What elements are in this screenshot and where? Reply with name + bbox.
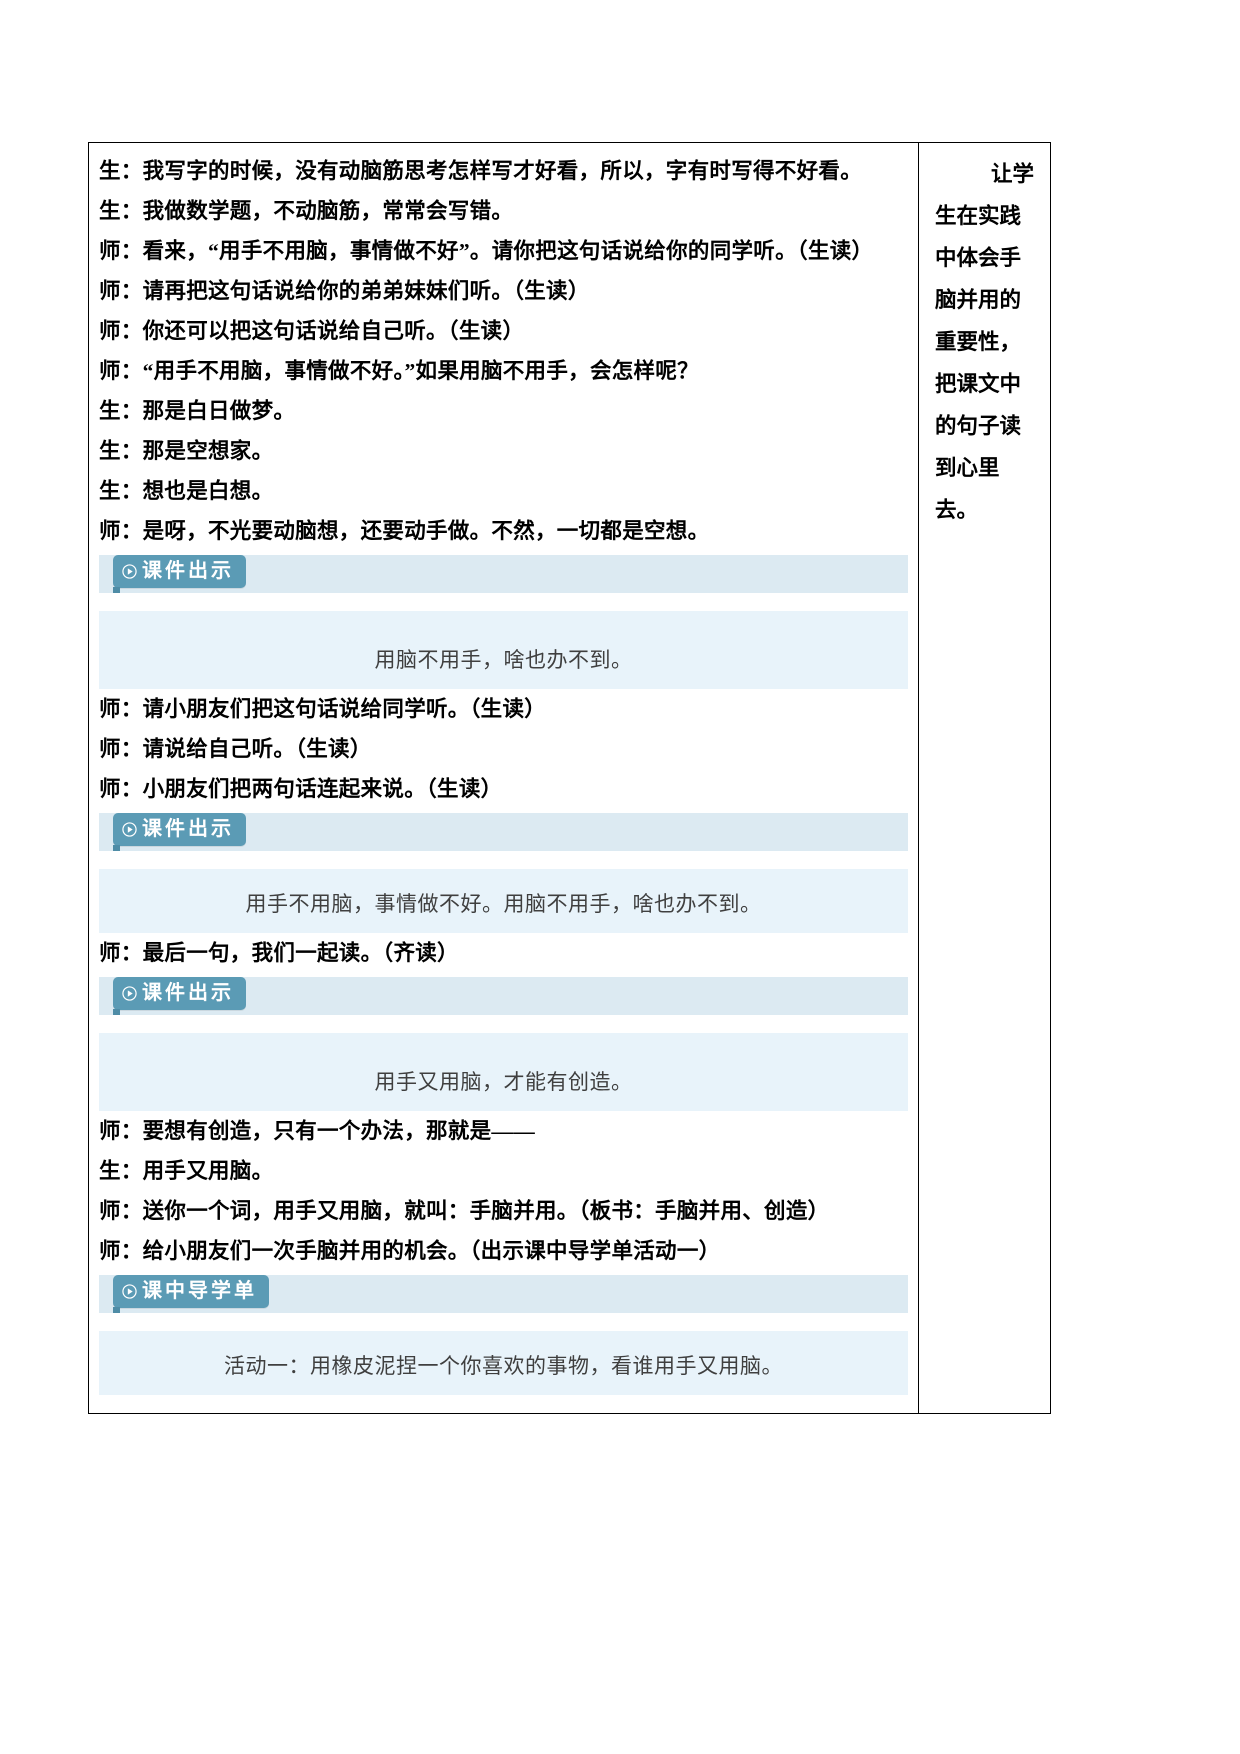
dialogue-line: 师：小朋友们把两句话连起来说。（生读） bbox=[99, 777, 503, 801]
cue-badge[interactable]: 课中导学单 bbox=[113, 1275, 269, 1308]
cue-badge-label: 课件出示 bbox=[142, 560, 234, 582]
cue-badge-label: 课件出示 bbox=[142, 818, 234, 840]
cue-badge-label: 课中导学单 bbox=[142, 1280, 257, 1302]
quote-text: 活动一：用橡皮泥捏一个你喜欢的事物，看谁用手又用脑。 bbox=[224, 1354, 783, 1378]
note-line: 把课文中 bbox=[935, 372, 1022, 396]
dialogue-line: 师：请小朋友们把这句话说给同学听。（生读） bbox=[99, 697, 547, 721]
cue-badge[interactable]: 课件出示 bbox=[113, 555, 246, 588]
note-line: 重要性， bbox=[935, 330, 1022, 354]
note-line: 中体会手 bbox=[935, 246, 1022, 270]
dialogue-line: 师：要想有创造，只有一个办法，那就是—— bbox=[99, 1119, 536, 1143]
quote-box: 活动一：用橡皮泥捏一个你喜欢的事物，看谁用手又用脑。 bbox=[99, 1331, 908, 1395]
lesson-plan-table: 生：我写字的时候，没有动脑筋思考怎样写才好看，所以，字有时写得不好看。生：我做数… bbox=[88, 142, 1051, 1414]
note-line: 去。 bbox=[935, 498, 979, 522]
cue-badge-label: 课件出示 bbox=[142, 982, 234, 1004]
play-circle-icon bbox=[122, 1283, 137, 1299]
note-line: 的句子读 bbox=[935, 414, 1022, 438]
dialogue-line: 师：看来，“用手不用脑，事情做不好”。请你把这句话说给你的同学听。（生读） bbox=[99, 239, 874, 263]
lesson-content-column: 生：我写字的时候，没有动脑筋思考怎样写才好看，所以，字有时写得不好看。生：我做数… bbox=[89, 143, 919, 1413]
cue-strip: 课件出示 bbox=[99, 555, 908, 593]
dialogue-line: 生：用手又用脑。 bbox=[99, 1159, 274, 1183]
dialogue-line: 师：你还可以把这句话说给自己听。（生读） bbox=[99, 319, 525, 343]
quote-box: 用脑不用手，啥也办不到。 bbox=[99, 611, 908, 689]
cue-badge[interactable]: 课件出示 bbox=[113, 813, 246, 846]
cue-badge-tail bbox=[113, 1307, 120, 1313]
note-line: 脑并用的 bbox=[935, 288, 1022, 312]
dialogue-line: 师：请再把这句话说给你的弟弟妹妹们听。（生读） bbox=[99, 279, 590, 303]
cue-strip: 课中导学单 bbox=[99, 1275, 908, 1313]
dialogue-line: 师：给小朋友们一次手脑并用的机会。（出示课中导学单活动一） bbox=[99, 1239, 721, 1263]
dialogue-line: 生：我写字的时候，没有动脑筋思考怎样写才好看，所以，字有时写得不好看。 bbox=[99, 159, 863, 183]
note-line: 生在实践 bbox=[935, 204, 1022, 228]
note-line: 到心里 bbox=[935, 456, 1000, 480]
dialogue-line: 师：请说给自己听。（生读） bbox=[99, 737, 372, 761]
cue-badge-tail bbox=[113, 845, 120, 851]
play-circle-icon bbox=[122, 821, 137, 837]
dialogue-line: 生：那是空想家。 bbox=[99, 439, 274, 463]
play-circle-icon bbox=[122, 985, 137, 1001]
quote-text: 用脑不用手，啥也办不到。 bbox=[374, 648, 633, 672]
play-circle-icon bbox=[122, 563, 137, 579]
cue-strip: 课件出示 bbox=[99, 813, 908, 851]
quote-box: 用手不用脑，事情做不好。用脑不用手，啥也办不到。 bbox=[99, 869, 908, 933]
quote-text: 用手不用脑，事情做不好。用脑不用手，啥也办不到。 bbox=[245, 892, 762, 916]
dialogue-line: 生：想也是白想。 bbox=[99, 479, 274, 503]
dialogue-line: 师：“用手不用脑，事情做不好。”如果用脑不用手，会怎样呢？ bbox=[99, 359, 699, 383]
dialogue-line: 师：是呀，不光要动脑想，还要动手做。不然，一切都是空想。 bbox=[99, 519, 710, 543]
cue-strip: 课件出示 bbox=[99, 977, 908, 1015]
cue-badge[interactable]: 课件出示 bbox=[113, 977, 246, 1010]
dialogue-line: 生：那是白日做梦。 bbox=[99, 399, 296, 423]
lesson-notes-column: 让学生在实践中体会手脑并用的重要性， 把课文中的句子读到心里去。 bbox=[919, 143, 1050, 1413]
note-line: 让学 bbox=[990, 162, 1034, 186]
cue-badge-tail bbox=[113, 587, 120, 593]
cue-badge-tail bbox=[113, 1009, 120, 1015]
quote-box: 用手又用脑，才能有创造。 bbox=[99, 1033, 908, 1111]
dialogue-line: 师：送你一个词，用手又用脑，就叫：手脑并用。（板书：手脑并用、创造） bbox=[99, 1199, 830, 1223]
dialogue-line: 师：最后一句，我们一起读。（齐读） bbox=[99, 941, 459, 965]
quote-text: 用手又用脑，才能有创造。 bbox=[374, 1070, 633, 1094]
dialogue-line: 生：我做数学题，不动脑筋，常常会写错。 bbox=[99, 199, 514, 223]
